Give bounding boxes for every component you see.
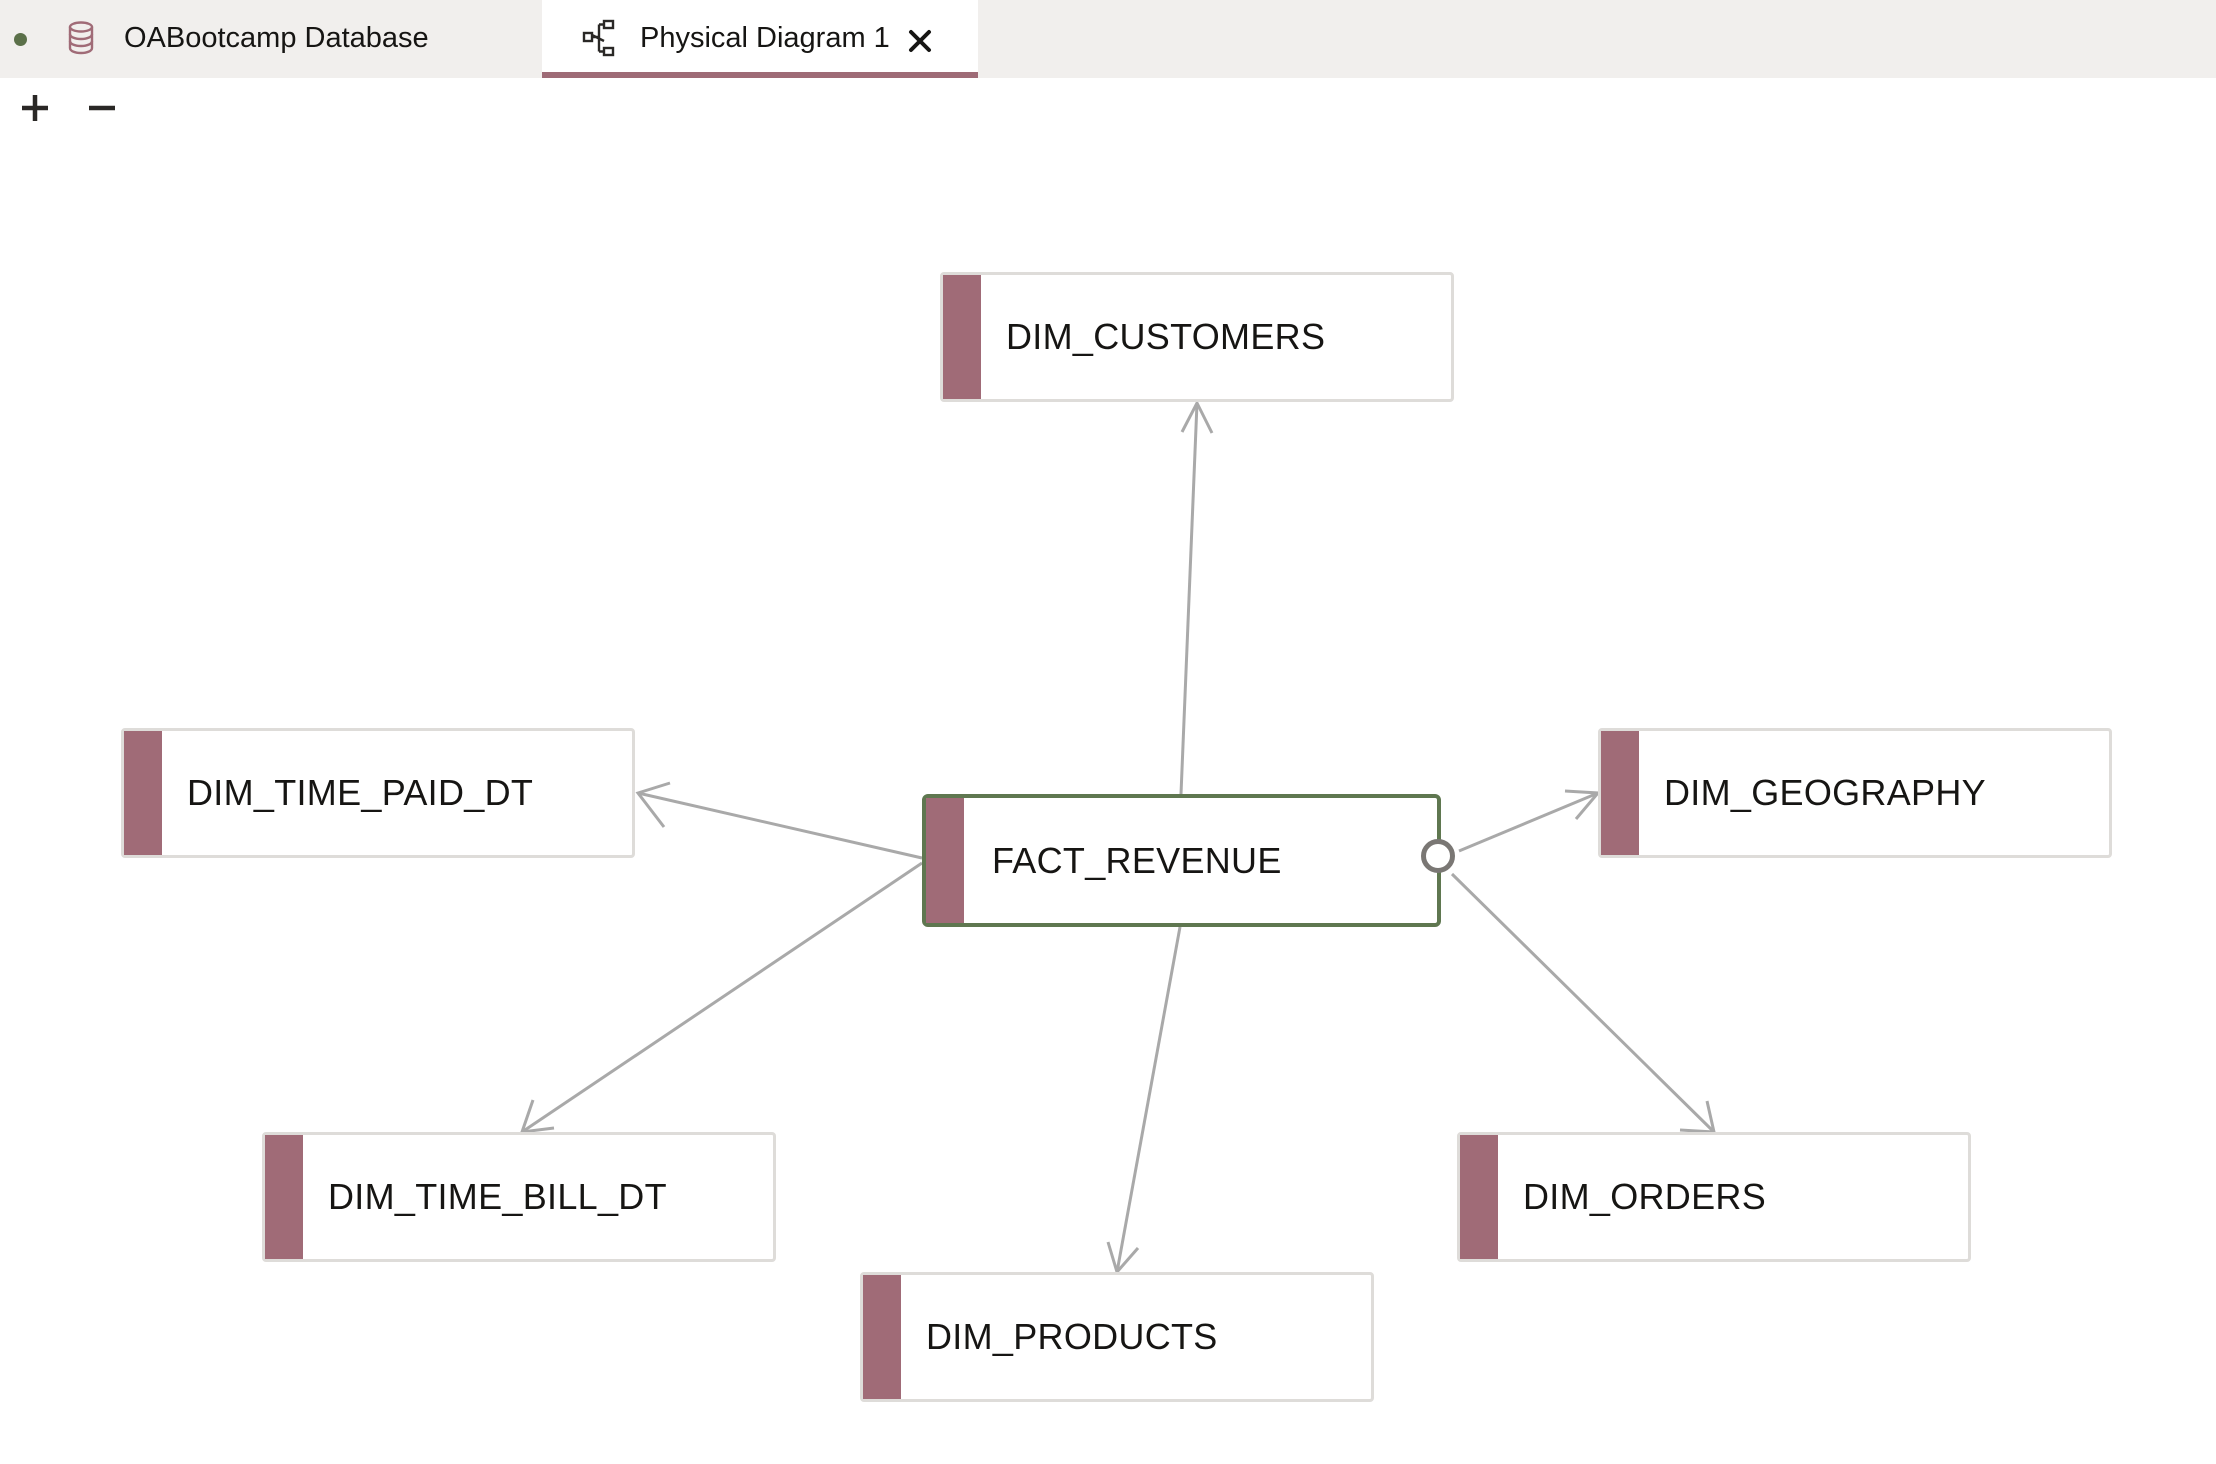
table-node-dim-customers[interactable]: DIM_CUSTOMERS: [940, 272, 1454, 402]
table-node-dim-time-bill-dt[interactable]: DIM_TIME_BILL_DT: [262, 1132, 776, 1262]
edge-fact-to-dim-customers[interactable]: [1179, 402, 1199, 795]
tab-label: Physical Diagram 1: [640, 22, 890, 54]
connection-status-dot: [14, 33, 27, 46]
table-node-label: DIM_CUSTOMERS: [1006, 316, 1326, 357]
table-node-label: DIM_TIME_PAID_DT: [187, 772, 534, 813]
tab-physical-diagram-1[interactable]: Physical Diagram 1: [542, 0, 978, 78]
zoom-in-button[interactable]: [17, 90, 53, 126]
zoom-out-button[interactable]: [84, 90, 120, 126]
table-node-dim-products[interactable]: DIM_PRODUCTS: [860, 1272, 1374, 1402]
table-node-stripe: [926, 798, 964, 923]
table-node-label: DIM_GEOGRAPHY: [1664, 772, 1986, 813]
tab-bar: OABootcamp Database Physical Diagram 1: [0, 0, 2216, 78]
plus-icon: [22, 95, 48, 121]
table-node-label: DIM_PRODUCTS: [926, 1316, 1218, 1357]
tab-label: OABootcamp Database: [124, 22, 429, 54]
table-node-stripe: [265, 1135, 303, 1259]
table-node-dim-time-paid-dt[interactable]: DIM_TIME_PAID_DT: [121, 728, 635, 858]
table-node-fact-revenue[interactable]: FACT_REVENUE: [922, 794, 1441, 927]
close-tab-icon[interactable]: [908, 28, 932, 52]
minus-icon: [89, 105, 115, 111]
table-node-dim-orders[interactable]: DIM_ORDERS: [1457, 1132, 1971, 1262]
edge-fact-to-dim-time-paid-dt[interactable]: [637, 791, 923, 860]
table-node-label: DIM_TIME_BILL_DT: [328, 1176, 667, 1217]
tab-oabootcamp-database[interactable]: OABootcamp Database: [0, 0, 542, 78]
table-node-stripe: [863, 1275, 901, 1399]
table-node-stripe: [1460, 1135, 1498, 1259]
table-node-dim-geography[interactable]: DIM_GEOGRAPHY: [1598, 728, 2112, 858]
table-node-label: FACT_REVENUE: [992, 839, 1282, 881]
table-node-stripe: [124, 731, 162, 855]
table-node-stripe: [943, 275, 981, 399]
edge-fact-to-dim-products[interactable]: [1115, 926, 1182, 1273]
arrowhead: [1180, 399, 1214, 434]
edge-fact-to-dim-time-bill-dt[interactable]: [521, 861, 923, 1134]
diagram-canvas[interactable]: DIM_CUSTOMERS DIM_TIME_PAID_DT DIM_GEOGR…: [0, 78, 2216, 1464]
diagram-icon: [582, 19, 616, 65]
table-node-stripe: [1601, 731, 1639, 855]
table-node-label: DIM_ORDERS: [1523, 1176, 1767, 1217]
create-relationship-handle[interactable]: [1421, 839, 1455, 873]
edge-fact-to-dim-geography[interactable]: [1458, 791, 1599, 853]
arrowhead: [635, 781, 671, 828]
edge-fact-to-dim-orders[interactable]: [1450, 872, 1716, 1134]
database-icon: [66, 20, 96, 64]
